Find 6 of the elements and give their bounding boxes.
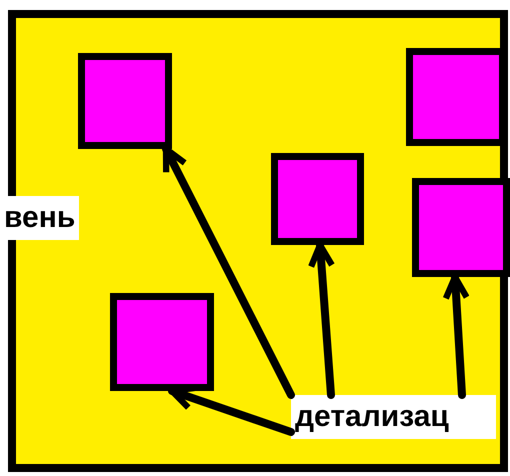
square-box [412,178,510,277]
frame-box [8,10,508,472]
square-box [78,53,172,149]
text-label: детализац [291,395,496,439]
square-box [110,293,214,391]
square-box [271,153,364,245]
